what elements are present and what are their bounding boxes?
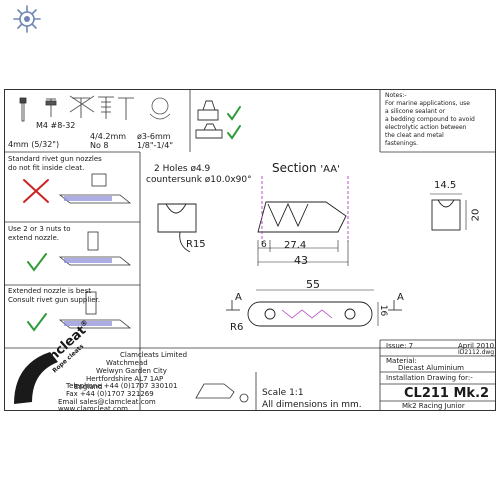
dim-20: 20 xyxy=(470,208,482,222)
company-addr: England xyxy=(74,383,103,391)
notes-line: For marine applications, use xyxy=(385,100,470,107)
notes-line: the cleat and metal xyxy=(385,132,444,139)
guidance-standard-2: do not fit inside cleat. xyxy=(8,164,85,172)
guidance-nuts-2: extend nozzle. xyxy=(8,234,60,242)
holes-label-1: 2 Holes ø4.9 xyxy=(154,164,211,174)
notes-line: electrolytic action between xyxy=(385,124,467,131)
company-tel-visible: Telephone +44 (0)1707 330101 xyxy=(66,382,178,390)
company-name: Clamcleats Limited xyxy=(120,351,188,359)
units-label: All dimensions in mm. xyxy=(262,400,362,410)
dim-43: 43 xyxy=(294,254,308,267)
section-marker-left: A xyxy=(235,292,242,303)
dwg-number: ID2112.dwg xyxy=(458,349,495,356)
dim-16: 16 xyxy=(378,304,389,317)
notes-line: a silicone sealant or xyxy=(385,108,446,115)
dim-6: 6 xyxy=(261,240,267,250)
guidance-standard-1: Standard rivet gun nozzles xyxy=(8,155,102,163)
rivet-label: 4mm (5/32") xyxy=(8,140,60,149)
guidance-nuts-1: Use 2 or 3 nuts to xyxy=(8,225,71,233)
drawing-sheet xyxy=(4,89,496,411)
scale-label: Scale 1:1 xyxy=(262,388,304,398)
screw-label-2: No 8 xyxy=(90,141,109,150)
section-id: 'AA' xyxy=(320,164,340,175)
company-addr: Watchmead xyxy=(106,359,148,367)
install-label: Installation Drawing for:- xyxy=(386,374,473,382)
model-subtitle: Mk2 Racing Junior xyxy=(402,402,465,410)
guidance-extended-1: Extended nozzle is best xyxy=(8,287,91,295)
dim-27-4: 27.4 xyxy=(284,240,307,251)
section-label: Section 'AA' xyxy=(272,161,340,175)
notes-heading: Notes:- xyxy=(385,92,407,99)
screw-range-1: ø3-6mm xyxy=(137,132,171,141)
screw-label-1: 4/4.2mm xyxy=(90,132,127,141)
issue-date: April 2010 xyxy=(458,342,495,350)
company-email: Email sales@clamcleat.com xyxy=(58,398,156,406)
compass-rose-icon xyxy=(13,5,41,33)
dim-14-5: 14.5 xyxy=(434,180,457,191)
notes-line: a bedding compound to avoid xyxy=(385,116,475,123)
company-fax: Fax +44 (0)1707 321269 xyxy=(66,390,154,398)
model-title: CL211 Mk.2 xyxy=(404,386,490,401)
dim-55: 55 xyxy=(306,278,320,291)
issue-label: Issue: 7 xyxy=(386,342,414,350)
r6-dim: R6 xyxy=(230,322,244,333)
notes-line: fastenings. xyxy=(385,140,419,147)
company-web: www.clamcleat.com xyxy=(58,405,128,413)
section-marker-right: A xyxy=(397,292,404,303)
material-label: Material: xyxy=(386,357,417,365)
holes-label-2: countersunk ø10.0x90° xyxy=(146,175,252,185)
material-value: Diecast Aluminium xyxy=(398,364,464,372)
company-addr: Welwyn Garden City xyxy=(96,367,167,375)
m4-label: M4 #8-32 xyxy=(36,121,76,130)
company-addr: Hertfordshire AL7 1AP xyxy=(86,375,164,383)
screw-range-2: 1/8"-1/4" xyxy=(137,141,173,150)
r15-dim: R15 xyxy=(186,239,206,250)
guidance-extended-2: Consult rivet gun supplier. xyxy=(8,296,101,304)
